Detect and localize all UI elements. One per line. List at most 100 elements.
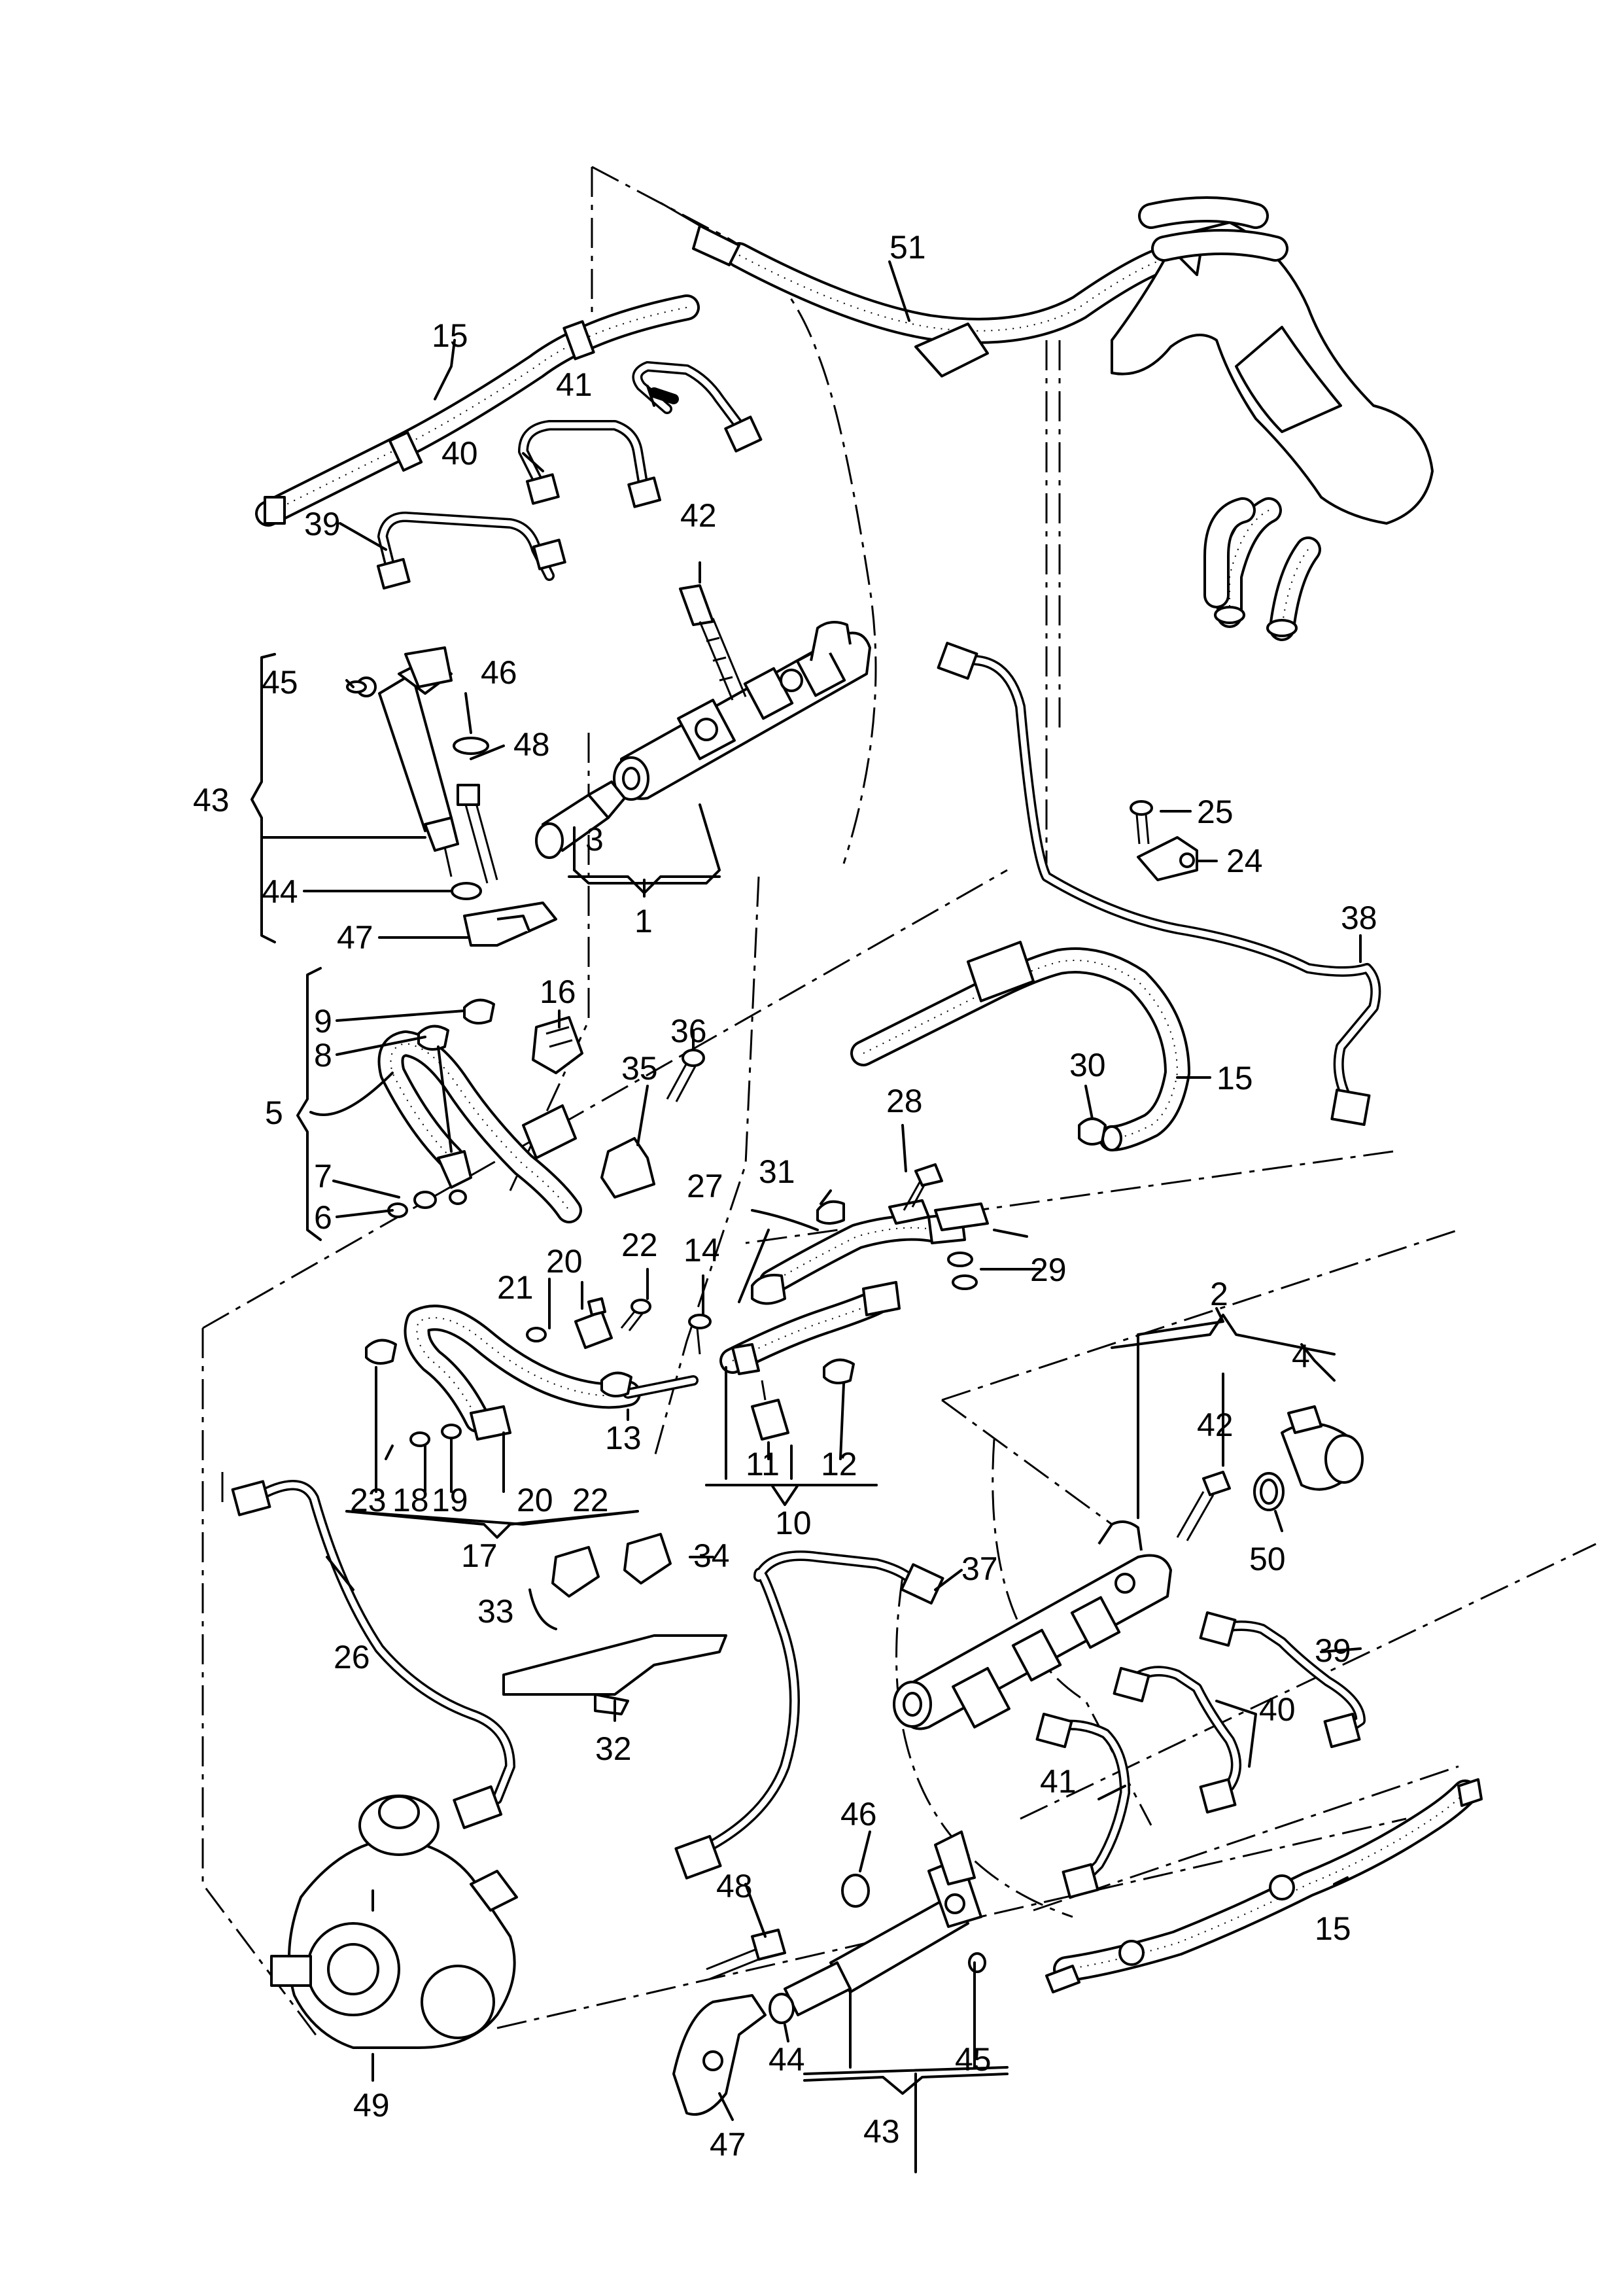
label-34: 34 [693,1537,730,1574]
return-hose-15-upper [255,294,700,527]
leader-lines [260,260,1362,2173]
label-6: 6 [314,1199,332,1236]
clamp-8 [417,1025,449,1051]
label-19: 19 [432,1482,468,1518]
bolt-28 [888,1163,943,1225]
label-27: 27 [687,1168,723,1204]
connector-34 [623,1533,672,1585]
label-22: 22 [621,1227,658,1263]
hose-10 [719,1281,901,1375]
clamp-23 [365,1339,397,1365]
label-22: 22 [572,1482,609,1518]
hose-assembly-5 [377,1030,582,1223]
label-42: 42 [1197,1407,1234,1443]
label-20: 20 [546,1243,583,1280]
label-29: 29 [1030,1252,1067,1288]
label-3: 3 [585,821,604,858]
label-15: 15 [1217,1060,1253,1096]
sensor-20 [574,1297,613,1349]
label-47: 47 [710,2126,746,2163]
hose-51 [660,201,1190,377]
high-pressure-pipe-41-top [632,361,763,453]
label-28: 28 [886,1083,923,1119]
sensor-11 [751,1380,789,1441]
label-35: 35 [621,1050,658,1087]
high-pressure-pump-49 [270,1795,518,2049]
label-45: 45 [955,2041,992,2078]
screw-22 [620,1299,651,1331]
label-39: 39 [304,506,341,542]
pipe-38 [937,641,1381,1126]
injector-43-top [356,646,459,877]
seal-ring-46-lower [841,1874,870,1908]
high-pressure-pipe-41-lower [1035,1712,1130,1899]
label-17: 17 [461,1537,498,1574]
label-46: 46 [481,654,517,691]
label-14: 14 [683,1232,720,1269]
label-49: 49 [353,2087,390,2124]
callout-labels: 15 41 40 39 42 51 45 46 48 43 3 1 44 47 … [193,229,1377,2163]
bolt-48-lower [706,1929,786,1980]
group-braces [251,653,1336,2095]
connector-16 [532,1016,583,1074]
pressure-sensor-3 [535,780,626,859]
hose-17 [404,1305,699,1441]
label-26: 26 [334,1639,370,1675]
clamp-13 [600,1371,632,1397]
label-18: 18 [392,1482,429,1518]
label-2: 2 [1210,1276,1228,1312]
washer-21 [526,1327,547,1342]
label-10: 10 [775,1505,812,1541]
bolt-42-lower [1176,1471,1231,1541]
label-9: 9 [314,1003,332,1040]
label-48: 48 [716,1868,753,1904]
bracket-24 [1137,836,1198,881]
label-43: 43 [863,2113,900,2150]
label-45: 45 [262,664,298,701]
label-5: 5 [265,1095,283,1131]
connector-33 [551,1546,600,1598]
label-13: 13 [605,1420,642,1456]
label-48: 48 [513,726,550,763]
label-16: 16 [540,973,576,1010]
label-21: 21 [497,1269,534,1306]
label-30: 30 [1069,1047,1106,1083]
high-pressure-pipe-39-lower [1199,1611,1366,1749]
pipe-37 [674,1550,944,1880]
hose-connector-29 [934,1202,989,1290]
bolt-48-top [457,784,498,884]
fuel-rail-top [613,621,871,801]
label-31: 31 [759,1153,795,1190]
washer-7 [413,1191,437,1209]
label-11: 11 [746,1446,780,1482]
clamp-47-lower [672,1994,767,2116]
label-40: 40 [441,435,478,472]
label-41: 41 [1040,1763,1077,1800]
clamp-47-top [463,902,557,947]
label-12: 12 [821,1446,857,1482]
label-7: 7 [314,1158,332,1195]
label-37: 37 [961,1550,998,1587]
high-pressure-pipe-40-lower [1113,1666,1241,1814]
label-24: 24 [1226,843,1263,879]
label-15: 15 [1315,1910,1351,1947]
label-44: 44 [769,2041,805,2078]
label-32: 32 [595,1730,632,1767]
return-hose-15-middle [850,941,1190,1151]
bolt-42-top [679,584,747,701]
washers-18-19 [409,1424,462,1447]
label-4: 4 [1292,1338,1310,1375]
label-43: 43 [193,782,230,818]
pressure-regulator-4 [1281,1405,1364,1491]
label-15: 15 [432,317,468,354]
hose-bundle-top-right [1111,196,1434,641]
clamp-9 [463,998,495,1025]
label-20: 20 [517,1482,553,1518]
label-42: 42 [680,497,717,534]
washer-44-top [451,882,482,900]
label-23: 23 [350,1482,387,1518]
return-hose-15-lower [1045,1778,1483,1993]
seal-50 [1253,1472,1285,1511]
label-36: 36 [670,1013,707,1049]
